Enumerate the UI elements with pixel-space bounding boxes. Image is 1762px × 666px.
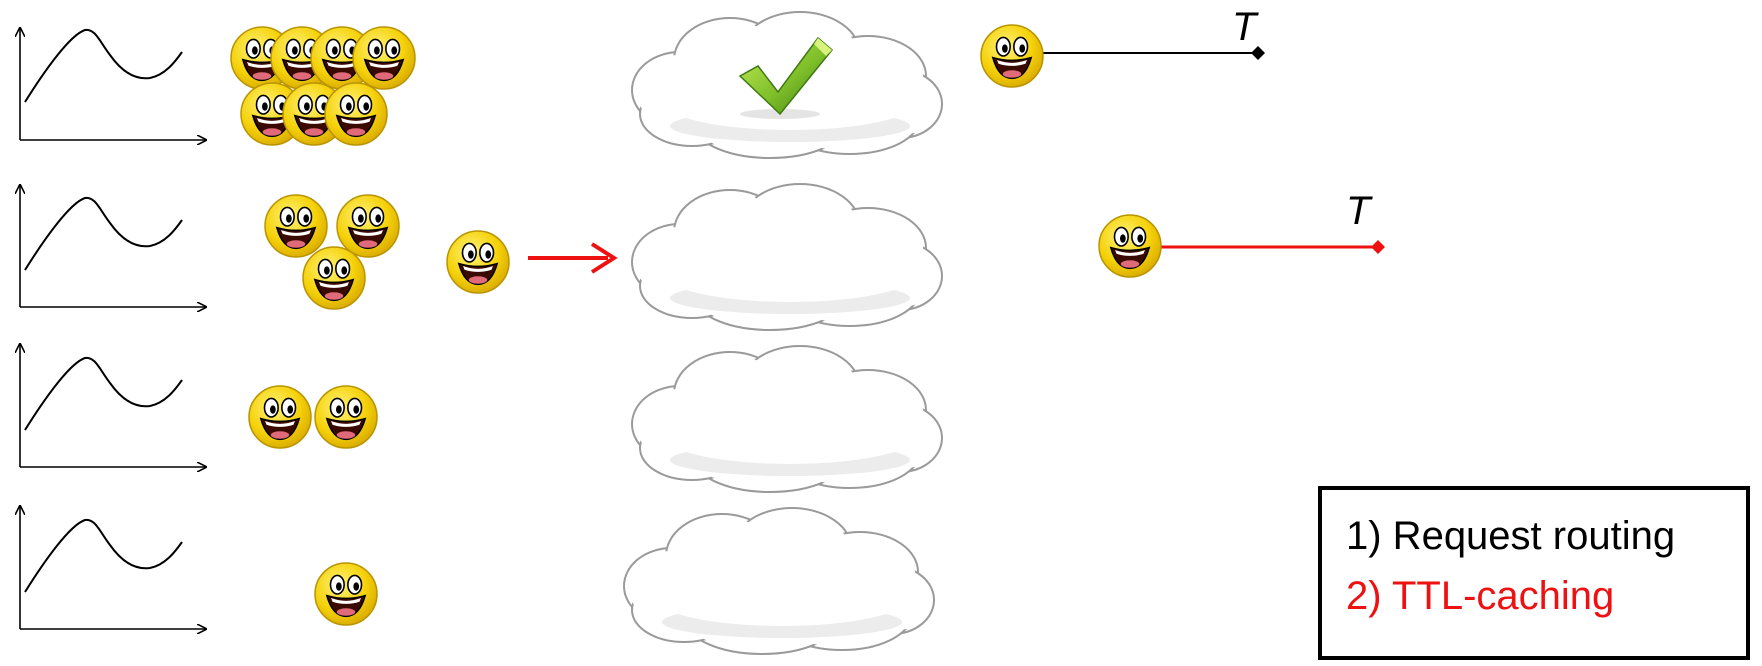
smiley-face-icon <box>336 194 400 258</box>
cloud-icon <box>623 507 935 655</box>
legend-item-request-routing: 1) Request routing <box>1346 514 1676 558</box>
smiley-face-icon <box>248 385 312 449</box>
timer-line-black: T <box>1030 5 1265 60</box>
smiley-face-icon <box>1098 214 1162 278</box>
line-graph-icon <box>20 344 206 467</box>
legend-item-ttl-caching: 2) TTL-caching <box>1346 574 1615 618</box>
red-arrow-icon <box>528 242 618 274</box>
smiley-face-icon <box>314 385 378 449</box>
smiley-face-icon <box>980 24 1044 88</box>
timer-label: T <box>1346 189 1373 233</box>
timer-line-red: T <box>1150 189 1385 254</box>
smiley-face-icon <box>446 230 510 294</box>
smiley-face-icon <box>324 82 388 146</box>
cloud-icon <box>631 345 943 493</box>
line-graph-icon <box>20 185 206 307</box>
line-graph-icon <box>20 28 206 140</box>
timer-label: T <box>1232 5 1259 49</box>
smiley-face-icon <box>352 26 416 90</box>
checkmark-icon <box>738 36 834 119</box>
smiley-face-icon <box>302 246 366 310</box>
line-graph-icon <box>20 506 206 629</box>
cloud-icon <box>631 183 943 331</box>
smiley-face-icon <box>314 562 378 626</box>
legend-box: 1) Request routing 2) TTL-caching <box>1318 486 1750 660</box>
smiley-face-icon <box>264 194 328 258</box>
